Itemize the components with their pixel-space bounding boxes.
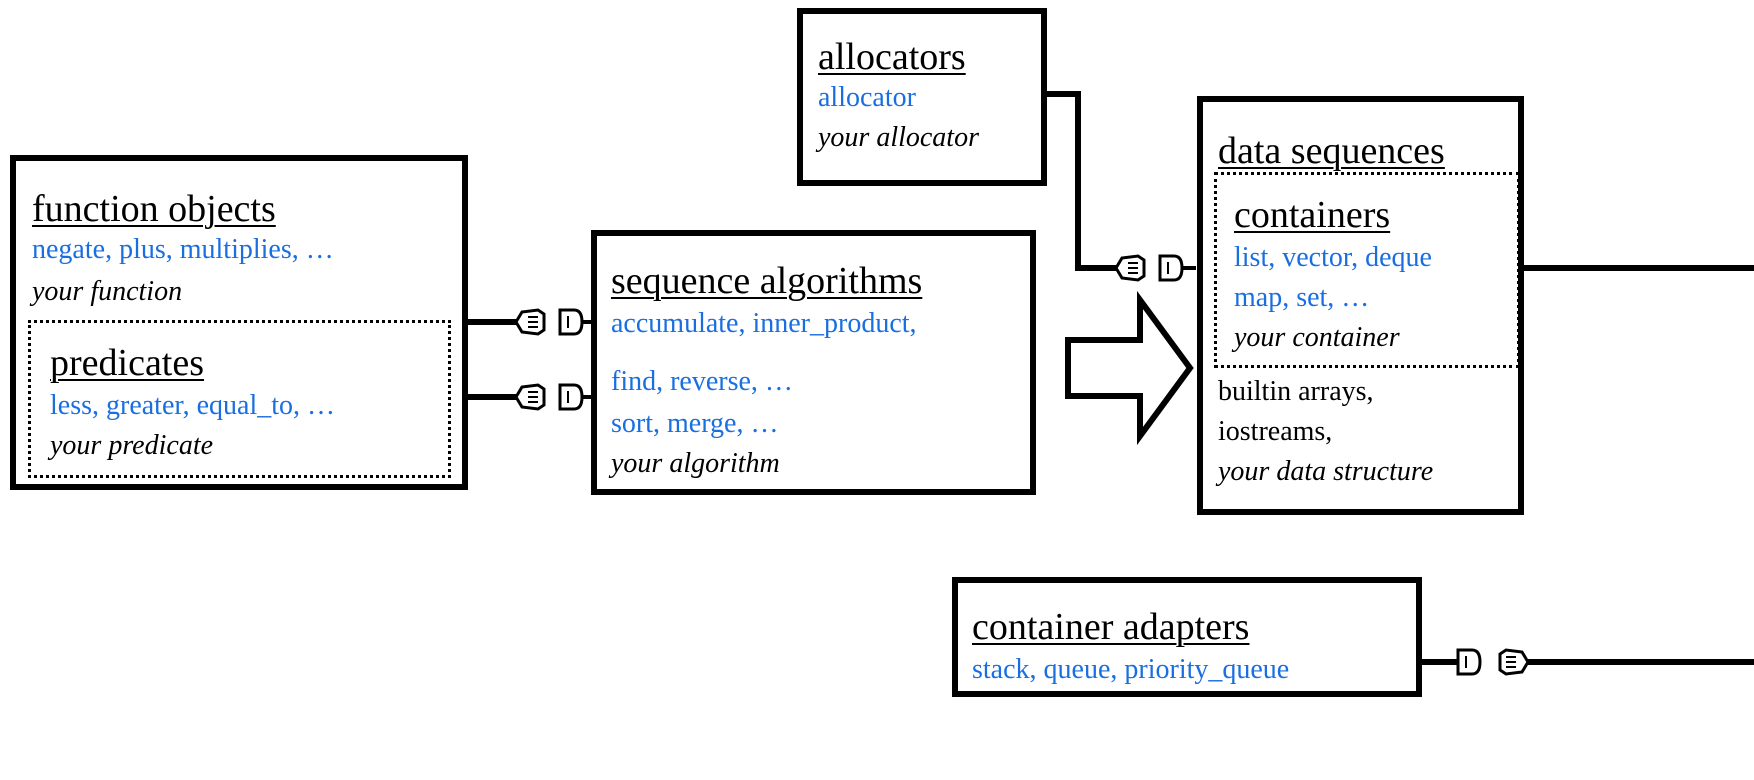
containers-item: list, vector, deque [1234, 242, 1432, 273]
data-sequences-other: builtin arrays, [1218, 376, 1374, 407]
data-sequences-title: data sequences [1218, 130, 1445, 172]
plug-icon [514, 308, 546, 336]
container-adapters-box [952, 577, 1422, 697]
function-objects-item: negate, plus, multiplies, … [32, 234, 334, 265]
predicates-item: less, greater, equal_to, … [50, 390, 336, 421]
big-right-arrow-icon [1065, 290, 1194, 446]
socket-icon [1456, 648, 1482, 676]
allocator-wire [1046, 91, 1116, 271]
function-objects-title: function objects [32, 188, 276, 230]
function-objects-custom: your function [32, 276, 183, 307]
predicates-title: predicates [50, 342, 205, 384]
data-sequences-custom: your data structure [1218, 456, 1434, 487]
data-sequences-box [1197, 96, 1524, 515]
container-adapters-title: container adapters [972, 606, 1250, 648]
containers-box [1214, 172, 1520, 368]
data-sequences-other: iostreams, [1218, 416, 1333, 447]
sequence-algorithms-item: accumulate, inner_product, [611, 308, 917, 339]
plug-icon [514, 383, 546, 411]
allocators-custom: your allocator [818, 122, 979, 153]
sequence-algorithms-item: sort, merge, … [611, 408, 779, 439]
allocators-title: allocators [818, 36, 966, 78]
container-adapters-item: stack, queue, priority_queue [972, 654, 1290, 685]
sequence-algorithms-custom: your algorithm [611, 448, 780, 479]
allocators-box [797, 8, 1047, 186]
containers-title: containers [1234, 194, 1391, 236]
predicates-box [28, 320, 451, 478]
sequence-algorithms-box [591, 230, 1036, 495]
allocators-item: allocator [818, 82, 916, 113]
plug-icon [1498, 648, 1530, 676]
predicates-custom: your predicate [50, 430, 214, 461]
sequence-algorithms-title: sequence algorithms [611, 260, 923, 302]
sequence-algorithms-item: find, reverse, … [611, 366, 793, 397]
socket-icon [1158, 254, 1196, 282]
containers-item: map, set, … [1234, 282, 1370, 313]
containers-custom: your container [1234, 322, 1400, 353]
plug-icon [1114, 254, 1146, 282]
